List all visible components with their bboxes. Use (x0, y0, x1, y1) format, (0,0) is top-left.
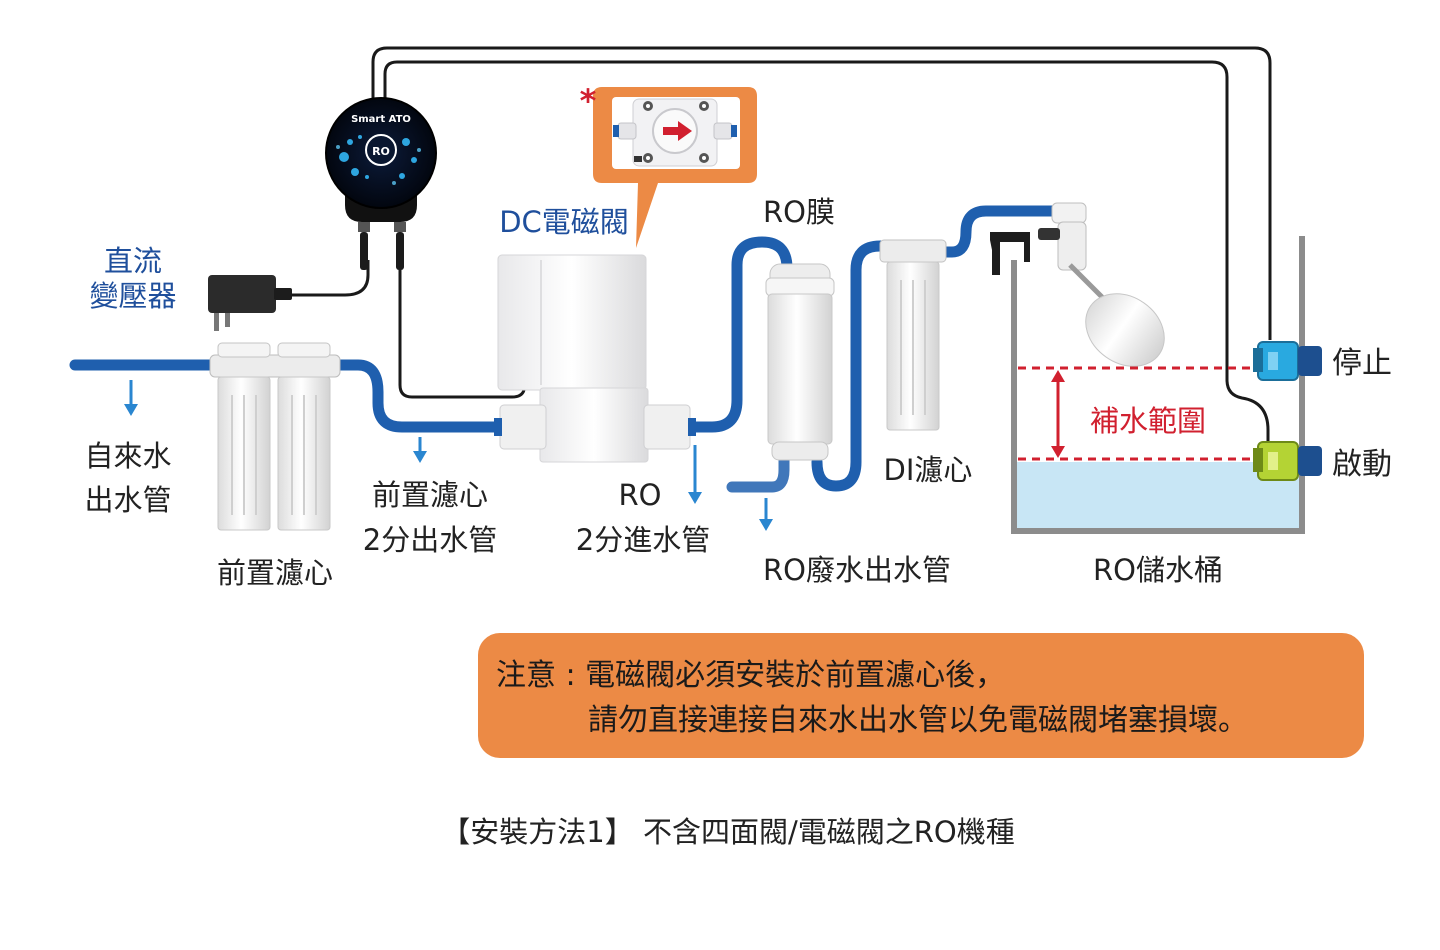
valve-detail-callout (593, 87, 757, 248)
refill-range (1018, 366, 1258, 461)
sensor-wire-inner (383, 60, 1270, 450)
float-valve (990, 202, 1165, 367)
transformer-cable (290, 260, 370, 297)
ro-waste-label: RO廢水出水管 (763, 553, 951, 587)
transformer-label-line2: 變壓器 (89, 279, 176, 313)
warning-note-box (478, 633, 1364, 758)
start-level-sensor (1253, 441, 1322, 481)
tank-water (1016, 462, 1300, 529)
stop-level-sensor (1253, 341, 1322, 381)
pre-filter-outlet-pipe (332, 359, 506, 433)
ro-membrane-label: RO膜 (763, 195, 835, 229)
valve-power-cable (398, 262, 526, 399)
smart-ato-controller: Smart ATO RO (325, 97, 437, 270)
warning-note: 注意 : 電磁閥必須安裝於前置濾心後， 請勿直接連接自來水出水管以免電磁閥堵塞損… (478, 633, 1364, 758)
di-filter-label: DI濾心 (884, 453, 973, 487)
warning-note-line2: 請勿直接連接自來水出水管以免電磁閥堵塞損壞。 (588, 703, 1248, 738)
warning-note-line1: 注意 : 電磁閥必須安裝於前置濾心後， (496, 658, 1005, 693)
controller-mode: RO (372, 145, 390, 158)
control-wires (290, 46, 1272, 450)
callout-asterisk: * (580, 82, 597, 120)
di-filter-housing (879, 239, 947, 431)
flow-arrows (124, 380, 773, 531)
pre-filter-housings (209, 342, 341, 531)
ro-inlet-flow-arrow (688, 445, 702, 504)
transformer-label-line1: 直流 (104, 244, 162, 278)
pre-filter-outlet-label-line1: 前置濾心 (372, 478, 488, 512)
pre-filter-outlet-label-line2: 2分出水管 (363, 523, 497, 557)
tap-outlet-label-line2: 出水管 (84, 483, 171, 517)
ro-membrane-housing (765, 263, 835, 461)
tap-flow-arrow (124, 380, 138, 416)
tap-outlet-label-line1: 自來水 (84, 439, 171, 473)
pre-filter-label: 前置濾心 (217, 556, 333, 590)
stop-label: 停止 (1332, 346, 1392, 381)
refill-range-label: 補水範圍 (1090, 404, 1206, 438)
dc-valve-label: DC電磁閥 (499, 205, 629, 239)
flow-direction-arrow-icon (663, 121, 692, 141)
ro-tank-label: RO儲水桶 (1093, 553, 1223, 587)
controller-brand: Smart ATO (351, 114, 411, 125)
ro-inlet-label-line1: RO (619, 478, 662, 512)
dc-transformer (208, 275, 292, 331)
ro-membrane-to-di-pipe (811, 240, 896, 492)
component-labels: 直流 變壓器 DC電磁閥 RO膜 自來水 出水管 前置濾心 2分出水管 RO 2… (84, 195, 1392, 590)
ro-inlet-pipe (677, 236, 793, 433)
water-pipes (69, 205, 1061, 492)
ro-inlet-label-line2: 2分進水管 (576, 523, 710, 557)
ro-waste-flow-arrow (759, 498, 773, 531)
sensor-wire-outer (371, 46, 1272, 340)
diagram-caption: 【安裝方法1】 不含四面閥/電磁閥之RO機種 (441, 815, 1014, 849)
start-label: 啟動 (1332, 447, 1392, 482)
dc-solenoid-valve (494, 254, 696, 463)
ro-storage-tank (1011, 236, 1305, 534)
ro-waste-pipe (726, 449, 790, 493)
tank-walls (1011, 236, 1305, 534)
di-to-float-pipe (939, 205, 1061, 258)
pre-filter-flow-arrow (413, 437, 427, 463)
